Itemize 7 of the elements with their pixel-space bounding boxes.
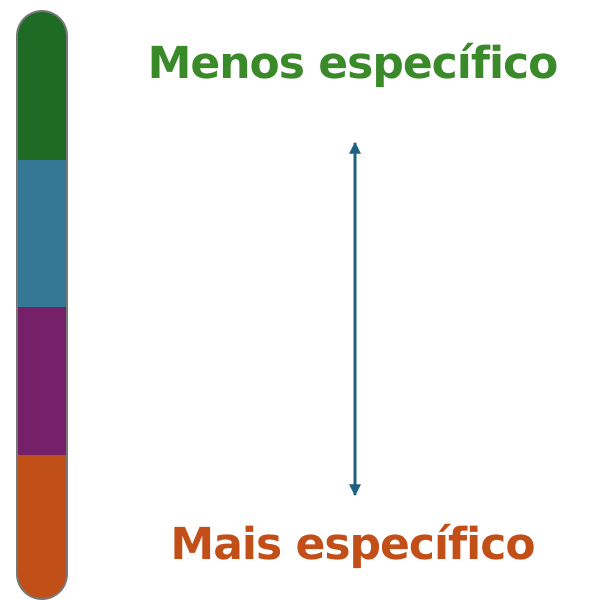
scale-bar-segment — [16, 307, 68, 455]
scale-bar-segment — [16, 10, 68, 160]
scale-label: Mais específico — [110, 495, 595, 570]
scale-label: Menos específico — [110, 38, 595, 143]
scale-bar-segment — [16, 455, 68, 600]
scale-bar-segment — [16, 160, 68, 307]
double-arrow — [349, 142, 361, 496]
